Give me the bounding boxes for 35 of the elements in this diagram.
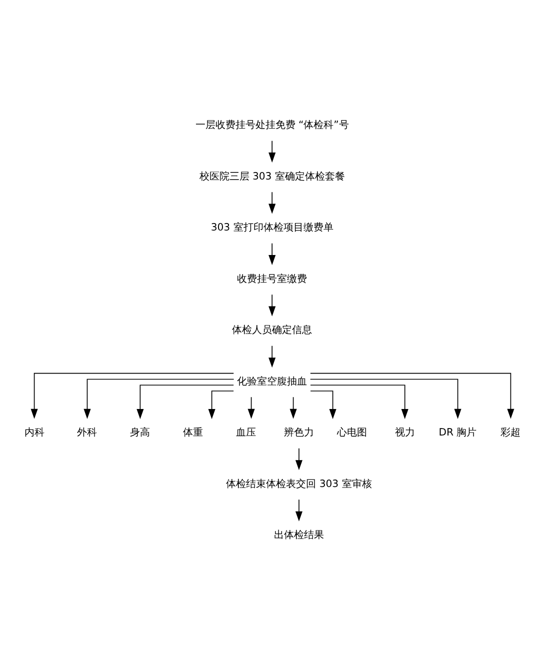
arrow <box>268 191 276 214</box>
node-text: 心电图 <box>336 427 367 438</box>
node-text: 体检人员确定信息 <box>232 324 312 336</box>
node-text: 视力 <box>394 427 415 438</box>
node-text: 身高 <box>130 427 150 438</box>
node-text: 内科 <box>24 427 44 438</box>
arrow <box>310 390 336 419</box>
arrow <box>268 242 276 265</box>
arrow <box>208 390 234 419</box>
node-text: 体重 <box>183 427 204 438</box>
node-text: 一层收费挂号处挂免费 “体检科”号 <box>195 120 349 131</box>
arrow <box>268 344 276 368</box>
node-text: 辨色力 <box>284 427 314 438</box>
arrow <box>84 378 234 419</box>
arrow <box>268 294 276 316</box>
arrow <box>295 447 302 470</box>
node-text: 收费挂号室缴费 <box>237 273 308 284</box>
node-text: 体检结束体检表交回 303 室审核 <box>226 478 372 490</box>
arrow <box>30 372 234 418</box>
arrow <box>136 384 234 419</box>
arrow <box>310 384 408 419</box>
node-text: 血压 <box>236 427 256 438</box>
node-text: 外科 <box>77 427 98 438</box>
arrow <box>310 378 462 419</box>
node-text: 校医院三层 303 室确定体检套餐 <box>199 170 345 182</box>
node-text: 出体检结果 <box>274 530 324 541</box>
arrow <box>268 140 276 162</box>
node-text: 303 室打印体检项目缴费单 <box>210 222 334 234</box>
node-text: 化验室空腹抽血 <box>237 376 308 387</box>
arrow <box>295 498 302 521</box>
arrow <box>248 396 255 418</box>
arrow <box>310 372 514 418</box>
node-text: DR 胸片 <box>438 427 477 438</box>
arrow <box>290 396 297 418</box>
node-text: 彩超 <box>500 427 521 438</box>
